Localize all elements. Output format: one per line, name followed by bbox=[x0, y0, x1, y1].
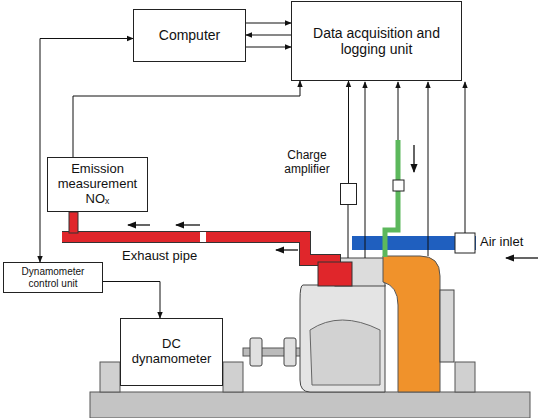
pulley bbox=[440, 290, 454, 362]
signal-wire bbox=[398, 82, 399, 140]
computer-box: Computer bbox=[133, 9, 246, 62]
node-text: Charge amplifier bbox=[277, 149, 337, 177]
signal-connector bbox=[246, 35, 291, 36]
dyno-foot bbox=[223, 362, 243, 392]
signal-connector bbox=[103, 282, 160, 319]
signal-wire bbox=[365, 82, 366, 258]
node-text: Dynamometer control unit bbox=[9, 266, 97, 289]
fuel-sensor bbox=[393, 180, 404, 191]
signal-wire bbox=[428, 82, 429, 256]
signal-connector bbox=[246, 23, 291, 24]
air-flow-sensor bbox=[455, 233, 475, 253]
dynamometer-box: DC dynamometer bbox=[120, 318, 223, 386]
flow-arrow bbox=[176, 224, 200, 225]
signal-connector bbox=[348, 81, 349, 183]
node-text: Computer bbox=[159, 27, 220, 43]
pipe-break bbox=[200, 232, 206, 242]
base-plate bbox=[90, 392, 530, 418]
daq-box: Data acquisition and logging unit bbox=[291, 1, 462, 81]
signal-wire bbox=[465, 82, 466, 233]
dyno-foot bbox=[100, 362, 120, 392]
flow-arrow bbox=[506, 257, 538, 258]
sensor-wire bbox=[348, 205, 349, 258]
pipe-label: Exhaust pipe bbox=[122, 249, 197, 264]
exhaust-manifold bbox=[318, 262, 352, 286]
engine-foot bbox=[455, 362, 475, 392]
coupling bbox=[250, 338, 262, 366]
flow-arrow bbox=[128, 224, 150, 225]
crankcase bbox=[310, 320, 380, 385]
node-text: Emission measurement NOₓ bbox=[54, 162, 142, 207]
inlet-label: Air inlet bbox=[480, 235, 523, 250]
emission-analyzer-box: Emission measurement NOₓ bbox=[47, 157, 148, 212]
fuel-line bbox=[385, 140, 398, 257]
signal-connector bbox=[73, 81, 300, 157]
signal-connector bbox=[246, 47, 291, 48]
node-text: DC dynamometer bbox=[128, 337, 216, 367]
engine-block bbox=[300, 285, 385, 392]
timing-cover bbox=[383, 256, 440, 392]
flow-arrow bbox=[276, 249, 298, 250]
dyno-control-box: Dynamometer control unit bbox=[3, 262, 103, 293]
sampling-probe bbox=[69, 212, 78, 233]
charge-amplifier-box: Charge amplifier bbox=[340, 183, 357, 205]
node-text: Data acquisition and logging unit bbox=[312, 25, 442, 57]
flow-arrow bbox=[413, 145, 414, 172]
signal-connector bbox=[40, 39, 133, 263]
coupling bbox=[284, 338, 296, 366]
